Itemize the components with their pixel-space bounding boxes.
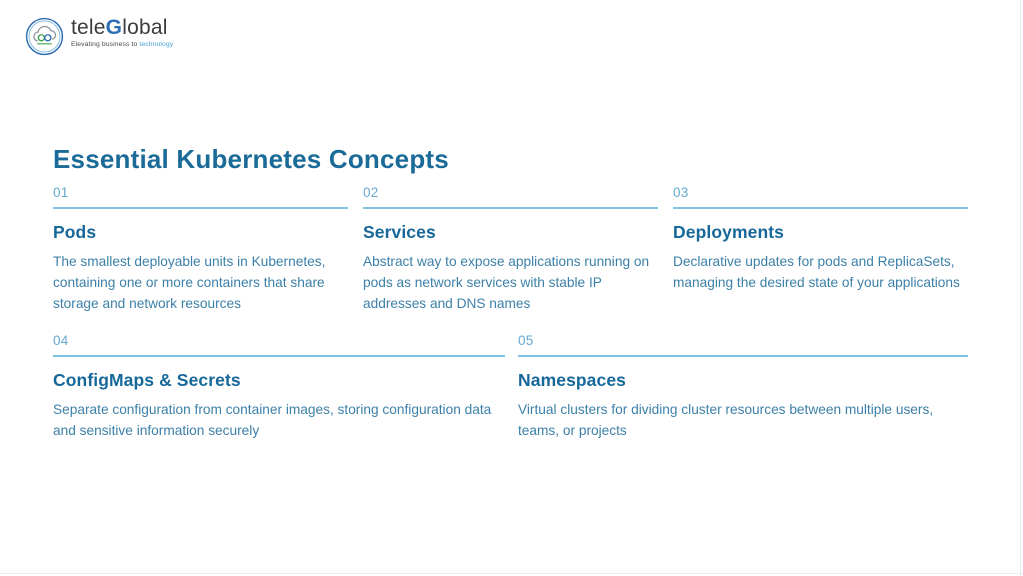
concept-number: 01: [53, 185, 348, 209]
brand-lobal: lobal: [122, 16, 168, 39]
brand-tagline: Elevating business to technology: [71, 40, 173, 49]
concept-title: Services: [363, 222, 436, 242]
logo-text: teleGlobal Elevating business to technol…: [71, 16, 173, 49]
slide-right-edge: [1020, 0, 1021, 576]
concept-description: The smallest deployable units in Kuberne…: [53, 254, 326, 311]
concept-card-pods: 01 Pods The smallest deployable units in…: [53, 185, 348, 314]
concept-card-configmaps-secrets: 04 ConfigMaps & Secrets Separate configu…: [53, 333, 505, 441]
concept-title: Pods: [53, 222, 97, 242]
brand-g: G: [105, 16, 123, 39]
brand-tele: tele: [71, 16, 106, 39]
concept-description: Virtual clusters for dividing cluster re…: [518, 402, 934, 438]
concept-number: 04: [53, 333, 505, 357]
concept-description: Abstract way to expose applications runn…: [363, 254, 650, 311]
concept-description: Separate configuration from container im…: [53, 402, 492, 438]
cloud-globe-icon: [25, 17, 64, 56]
tagline-prefix: Elevating business to: [71, 41, 140, 48]
concept-title: Namespaces: [518, 370, 627, 390]
slide-bottom-edge: [0, 573, 1023, 574]
concept-number: 03: [673, 185, 968, 209]
concept-number: 02: [363, 185, 658, 209]
teleglobal-logo: teleGlobal Elevating business to technol…: [25, 16, 173, 56]
concept-number: 05: [518, 333, 968, 357]
page-title: Essential Kubernetes Concepts: [53, 144, 449, 175]
concepts-row-2: 04 ConfigMaps & Secrets Separate configu…: [53, 333, 968, 441]
concept-title: Deployments: [673, 222, 784, 242]
brand-wordmark: teleGlobal: [71, 16, 173, 39]
concept-card-namespaces: 05 Namespaces Virtual clusters for divid…: [518, 333, 968, 441]
tagline-highlight: technology: [139, 41, 174, 48]
concept-title: ConfigMaps & Secrets: [53, 370, 241, 390]
concept-card-services: 02 Services Abstract way to expose appli…: [363, 185, 658, 314]
concepts-row-1: 01 Pods The smallest deployable units in…: [53, 185, 968, 314]
concept-card-deployments: 03 Deployments Declarative updates for p…: [673, 185, 968, 314]
concept-description: Declarative updates for pods and Replica…: [673, 254, 960, 290]
